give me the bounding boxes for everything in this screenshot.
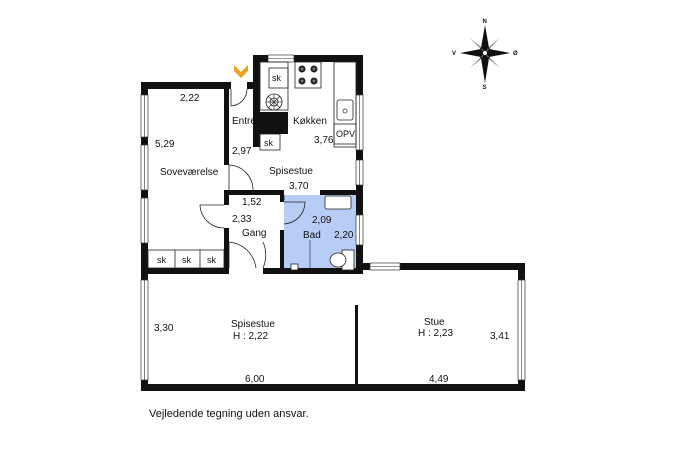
wall-spisestue-bottom-b [320,190,363,195]
door-bedroom [228,164,254,191]
wall-lower-bottom [141,384,525,391]
wall-kitchen-top [253,55,363,62]
bath-length-label: 2,20 [334,230,354,241]
gang-length-label: 2,33 [232,214,252,225]
compass-south-label: S [483,85,487,91]
wall-bedroom-right-b [224,190,229,205]
entry-name-label: Entré [232,116,256,127]
gang-width-label: 1,52 [242,197,262,208]
stue-width-label: 4,49 [429,374,449,385]
gang-closet-label-3: sk [207,255,217,265]
kitchen-name-label: Køkken [293,116,327,127]
compass-east-label: Ø [513,51,518,57]
kitchen-length-label: 3,76 [314,135,334,146]
door-gang-left [199,204,225,229]
kitchen-counter-right [333,61,357,148]
wall-middle-c [356,263,525,270]
kitchen-stove [294,61,322,89]
kitchen-column [260,112,288,134]
stue-length-label: 3,41 [490,331,510,342]
entry-length-label: 2,97 [232,146,252,157]
compass-north-label: N [483,19,487,25]
bath-width-label: 2,09 [312,215,332,226]
wall-bedroom-right-a [224,82,229,165]
wall-gang-bath-b [280,230,284,272]
spisestue-name-label: Spisestue [231,319,275,330]
kitchen-opv-label: OPV [336,129,355,139]
gang-closets [147,249,225,269]
kitchen-dishwasher [333,123,357,145]
stue-name-label: Stue [424,317,445,328]
window-panes [144,58,522,380]
spisestue-top-width-label: 3,70 [289,181,309,192]
compass-rose-icon: N S V Ø [452,19,518,91]
entry-arrow-icon [234,65,248,78]
wall-spisestue-bottom-a [229,190,284,195]
spisestue-length-label: 3,30 [154,323,174,334]
fan-spokes [266,94,282,110]
bath-toilet [329,252,347,268]
wall-divider [355,305,358,385]
wall-bedroom-top [141,82,231,89]
wall-middle-a [141,268,229,274]
wall-middle-b [263,268,363,274]
spisestue-height-label: H : 2,22 [233,331,268,342]
doors [199,88,306,269]
bath-sink [324,195,352,210]
gang-name-label: Gang [242,228,266,239]
gang-closet-label-2: sk [182,255,192,265]
bath-fixtures [290,195,355,271]
bath-shower-marker [290,263,299,271]
bedroom-width-label: 2,22 [180,93,200,104]
disclaimer-text: Vejledende tegning uden ansvar. [149,408,309,420]
door-gang-lower [228,241,267,269]
spisestue-width-label: 6,00 [245,374,265,385]
bath-name-label: Bad [303,230,321,241]
bedroom-length-label: 5,29 [155,139,175,150]
door-bath [283,201,306,225]
wall-kitchen-left [253,55,260,147]
spisestue-top-name-label: Spisestue [269,166,313,177]
kitchen-sk-cabinet-top [268,67,289,89]
compass-west-label: V [452,51,456,57]
door-entry [230,88,248,107]
wall-gang-bath-a [280,195,284,202]
wall-bedroom-right-c [224,228,229,272]
stue-height-label: H : 2,23 [418,328,453,339]
kitchen-sk-top-label: sk [272,73,282,83]
gang-closet-label-1: sk [157,255,167,265]
kitchen-sink [336,99,354,121]
bedroom-name-label: Soveværelse [160,167,219,178]
wall-entry-top [247,82,260,89]
kitchen-sk-bottom-label: sk [264,138,274,148]
